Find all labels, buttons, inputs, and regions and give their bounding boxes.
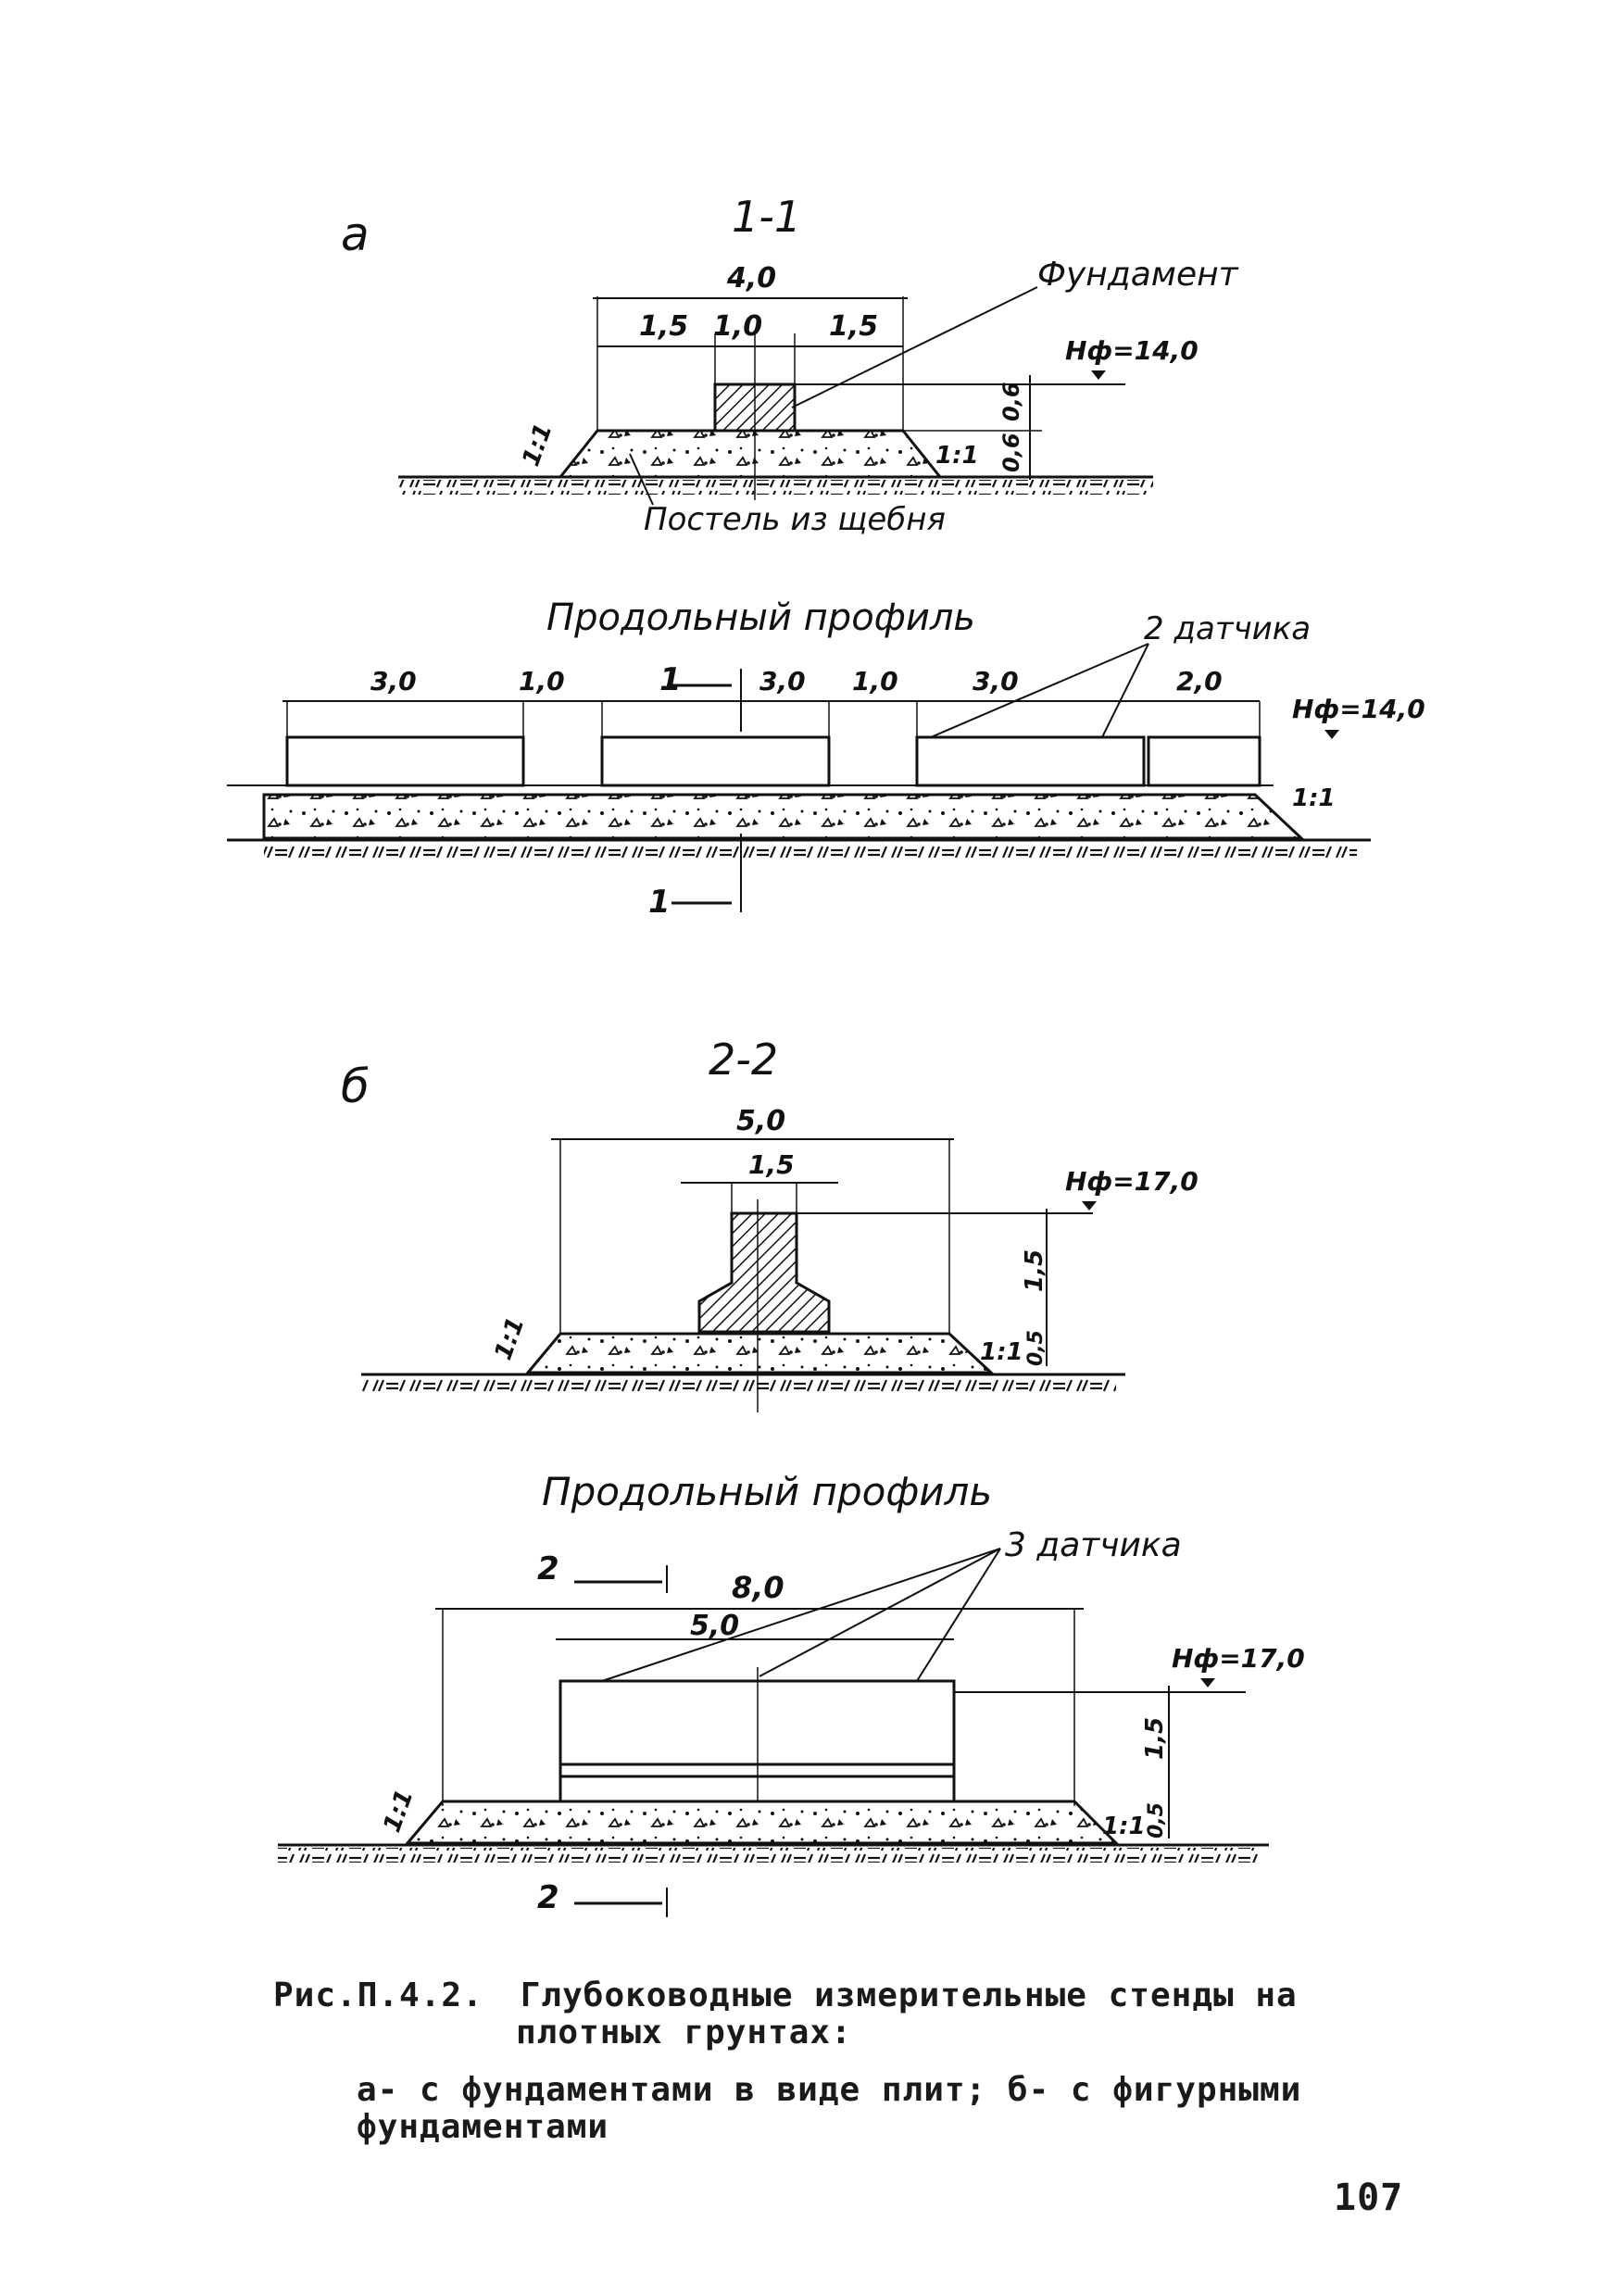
part-b-section-title: 2-2 [709,1035,778,1085]
profile-dim: 1,0 [519,666,565,696]
profile-dim: 3,0 [370,666,417,696]
part-a-profile-elevation-marker-icon [1324,730,1339,739]
part-b-sensors: 3 датчика [1005,1526,1182,1564]
part-b-dim-top: 1,5 [748,1149,795,1180]
part-b-elevation-marker-icon [1082,1201,1097,1211]
part-a-profile-gravel [262,793,1305,840]
caption-label: Рис.П.4.2. [273,1976,483,2014]
profile-dim: 1,0 [852,666,898,696]
part-a-profile-dims: 3,0 1,0 3,0 1,0 3,0 2,0 [370,666,1223,696]
part-a-ground [398,480,1153,495]
part-b-profile-ground [278,1848,1260,1863]
part-a-plate [1147,735,1261,787]
part-a-plate [285,735,525,787]
part-b-profile-dim-h-bed: 0,5 [1145,1802,1168,1838]
part-b-elevation: Hф=17,0 [1065,1166,1199,1197]
part-a-slope-right: 1:1 [935,442,979,470]
part-b-dim-total-profile: 8,0 [732,1570,784,1605]
part-b-ground [361,1377,1116,1392]
part-b-letter: б [341,1060,370,1113]
part-a-label-foundation: Фундамент [1037,256,1239,294]
part-a-dim-h-found: 0,6 [998,382,1024,421]
part-a-slope-left: 1:1 [517,420,558,470]
part-b-profile-elevation-marker-icon [1200,1678,1215,1687]
part-b-section-2-2: б 2-2 5,0 1,5 1,5 0,5 Hф=17,0 1:1 1:1 [341,1035,1199,1412]
part-b-gravel-bed [524,1332,995,1374]
part-a-elevation-marker-icon [1091,370,1106,380]
part-a-cut-mark-bottom: 1 [648,884,671,921]
part-b-profile-slope-right: 1:1 [1102,1813,1146,1840]
part-b-profile-slope-left: 1:1 [378,1786,419,1836]
part-b-dim-inner: 5,0 [690,1610,739,1642]
part-b-dim-h-bed: 0,5 [1024,1330,1048,1366]
caption-row-1: Рис.П.4.2. Глубоководные измерительные с… [273,1977,1320,2014]
part-a-longitudinal-profile: Продольный профиль 2 датчика 3,0 1,0 3,0… [227,596,1425,921]
part-a-cut-mark-top: 1 [659,661,682,698]
part-a-section-1-1: а 1-1 4,0 1,5 1,0 1,5 0,6 0,6 1:1 1:1 Hф… [341,192,1239,538]
part-a-plate [915,735,1146,787]
part-a-dim-mid: 1,0 [713,310,762,343]
caption-line-2: плотных грунтах: [516,2014,852,2051]
part-b-profile-gravel [404,1800,1120,1845]
page-number: 107 [1334,2177,1404,2219]
part-a-gravel-bed [557,429,944,479]
part-a-dim-right: 1,5 [829,310,878,343]
part-a-section-title: 1-1 [732,192,801,242]
part-b-profile-elevation: Hф=17,0 [1172,1643,1305,1674]
caption-line-4: фундаментами [357,2108,609,2146]
part-a-elevation: Hф=14,0 [1065,335,1199,366]
part-b-slope-right: 1:1 [980,1338,1023,1366]
part-b-dim-h: 1,5 [1021,1249,1048,1292]
part-b-profile-dim-h: 1,5 [1141,1717,1169,1760]
part-b-longitudinal-profile: Продольный профиль 3 датчика 2 8,0 5,0 1… [278,1469,1305,1917]
caption-line-3: а- с фундаментами в виде плит; б- с фигу… [357,2071,1302,2109]
profile-dim: 3,0 [759,666,806,696]
caption-line-1: Глубоководные измерительные стенды на [520,1976,1298,2014]
part-a-profile-ground [264,843,1357,858]
figure-caption: Рис.П.4.2. Глубоководные измерительные с… [273,1977,1320,2146]
part-a-plate [600,735,831,787]
profile-dim: 2,0 [1176,666,1223,696]
part-b-profile-title: Продольный профиль [542,1469,992,1514]
part-a-letter: а [341,207,370,261]
part-a-dim-total: 4,0 [726,262,776,295]
profile-dim: 3,0 [973,666,1019,696]
part-a-dim-left: 1,5 [639,310,688,343]
part-b-cut-mark-top: 2 [537,1550,559,1587]
part-a-profile-title: Продольный профиль [546,596,975,639]
part-a-dim-h-bed: 0,6 [998,433,1024,472]
part-b-dim-total: 5,0 [736,1105,785,1137]
part-a-sensors: 2 датчика [1144,610,1311,647]
part-b-cut-mark-bottom: 2 [537,1879,559,1916]
part-a-label-bed: Постель из щебня [644,501,946,538]
part-a-profile-elevation: Hф=14,0 [1292,694,1425,724]
part-b-figured-foundation [697,1211,831,1334]
part-a-profile-slope: 1:1 [1292,784,1336,812]
part-b-slope-left: 1:1 [489,1313,530,1363]
